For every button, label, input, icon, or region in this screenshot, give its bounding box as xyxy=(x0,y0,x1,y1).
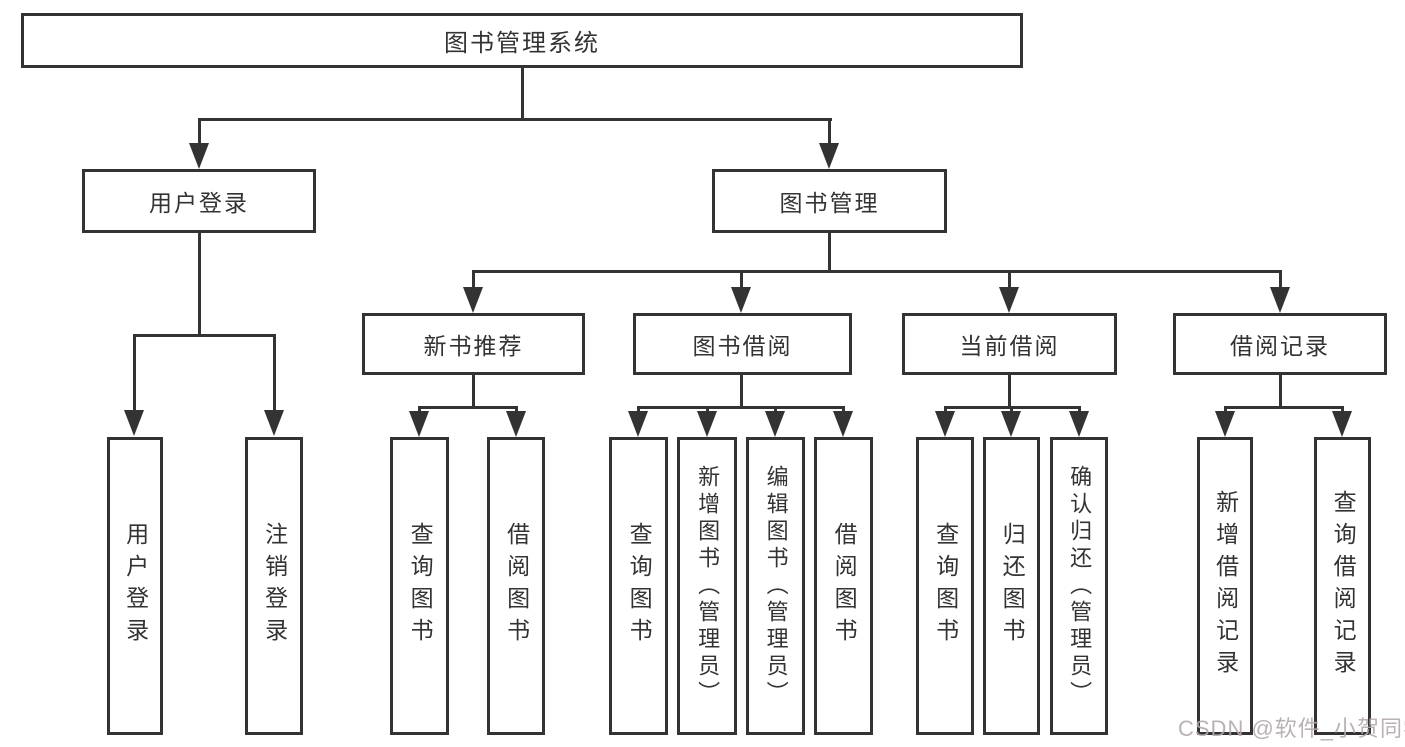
arrow-down-icon xyxy=(1215,411,1235,437)
connector-line xyxy=(944,406,947,414)
connector-line xyxy=(842,406,845,414)
connector-line xyxy=(1008,270,1011,290)
arrow-down-icon xyxy=(463,287,483,313)
connector-line xyxy=(1279,374,1282,408)
arrow-down-icon xyxy=(935,411,955,437)
arrow-down-icon xyxy=(506,411,526,437)
connector-line xyxy=(418,406,421,414)
node-book-management: 图书管理 xyxy=(712,169,947,233)
connector-line xyxy=(1224,406,1227,414)
node-borrowing-records: 借阅记录 xyxy=(1173,313,1387,375)
arrow-down-icon xyxy=(819,143,839,169)
leaf-logout: 注销登录 xyxy=(245,437,303,735)
connector-line xyxy=(637,406,640,414)
connector-line xyxy=(740,270,743,290)
connector-line xyxy=(1279,270,1282,290)
node-library-management-system: 图书管理系统 xyxy=(21,13,1023,68)
leaf-query-borrow-record: 查询借阅记录 xyxy=(1314,437,1371,735)
leaf-add-borrow-record: 新增借阅记录 xyxy=(1197,437,1253,735)
connector-line xyxy=(273,334,276,412)
connector-line xyxy=(1008,374,1011,408)
arrow-down-icon xyxy=(1270,287,1290,313)
connector-line xyxy=(774,406,777,414)
arrow-down-icon xyxy=(731,287,751,313)
node-current-borrowing: 当前借阅 xyxy=(902,313,1117,375)
arrow-down-icon xyxy=(999,287,1019,313)
connector-line xyxy=(1341,406,1344,414)
connector-line xyxy=(472,374,475,408)
connector-line xyxy=(1224,406,1344,409)
leaf-borrow-books-borrowing: 借阅图书 xyxy=(814,437,873,735)
arrow-down-icon xyxy=(124,410,144,436)
connector-line xyxy=(198,118,832,121)
connector-line xyxy=(198,118,201,146)
connector-line xyxy=(133,334,276,337)
arrow-down-icon xyxy=(628,411,648,437)
arrow-down-icon xyxy=(1069,411,1089,437)
leaf-edit-book-admin: 编辑图书（管理员） xyxy=(746,437,805,735)
connector-line xyxy=(198,232,201,337)
connector-line xyxy=(521,67,524,120)
arrow-down-icon xyxy=(833,411,853,437)
leaf-query-books-current: 查询图书 xyxy=(916,437,974,735)
leaf-confirm-return-admin: 确认归还（管理员） xyxy=(1050,437,1108,735)
arrow-down-icon xyxy=(1332,411,1352,437)
node-user-login: 用户登录 xyxy=(82,169,316,233)
connector-line xyxy=(133,334,136,412)
leaf-add-book-admin: 新增图书（管理员） xyxy=(677,437,737,735)
arrow-down-icon xyxy=(409,411,429,437)
connector-line xyxy=(1078,406,1081,414)
arrow-down-icon xyxy=(765,411,785,437)
connector-line xyxy=(472,270,475,290)
connector-line xyxy=(515,406,518,414)
csdn-watermark: CSDN @软件_小贺同学 xyxy=(1178,716,1405,741)
node-book-borrowing: 图书借阅 xyxy=(633,313,852,375)
connector-line xyxy=(706,406,709,414)
connector-line xyxy=(740,374,743,408)
leaf-query-books-recommend: 查询图书 xyxy=(390,437,449,735)
leaf-borrow-books-recommend: 借阅图书 xyxy=(487,437,545,735)
leaf-user-login: 用户登录 xyxy=(107,437,163,735)
node-new-book-recommendation: 新书推荐 xyxy=(362,313,585,375)
arrow-down-icon xyxy=(1001,411,1021,437)
connector-line xyxy=(828,118,831,146)
connector-line xyxy=(637,406,845,409)
leaf-return-books: 归还图书 xyxy=(983,437,1040,735)
leaf-query-books-borrowing: 查询图书 xyxy=(609,437,668,735)
arrow-down-icon xyxy=(697,411,717,437)
connector-line xyxy=(418,406,518,409)
arrow-down-icon xyxy=(189,143,209,169)
connector-line xyxy=(472,270,1282,273)
connector-line xyxy=(1010,406,1013,414)
arrow-down-icon xyxy=(264,410,284,436)
connector-line xyxy=(828,232,831,273)
